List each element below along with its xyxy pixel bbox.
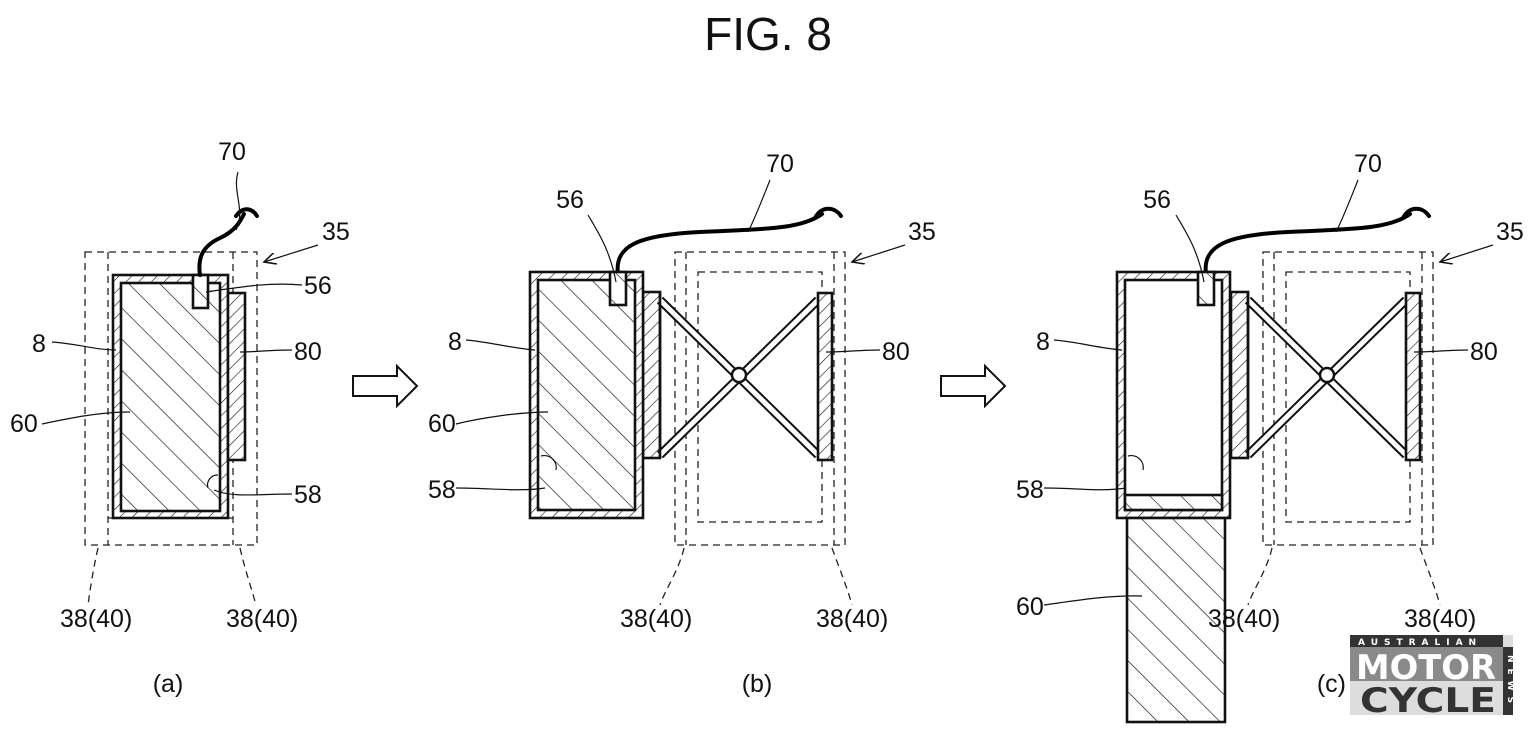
label-35: 35 bbox=[908, 218, 936, 246]
connector-56 bbox=[608, 270, 628, 307]
connector-56 bbox=[1196, 270, 1216, 307]
label-58: 58 bbox=[294, 481, 322, 509]
mechanism bbox=[615, 179, 906, 606]
label-56: 56 bbox=[556, 186, 584, 214]
label-60: 60 bbox=[1016, 593, 1044, 621]
bracket bbox=[1229, 290, 1250, 460]
plate-80 bbox=[226, 291, 247, 462]
caption-b: (b) bbox=[742, 670, 773, 698]
label-58: 58 bbox=[1016, 476, 1044, 504]
label-80: 80 bbox=[1470, 338, 1498, 366]
battery-60 bbox=[1125, 516, 1227, 724]
label-38-right: 38(40) bbox=[816, 605, 888, 633]
connector-56 bbox=[191, 273, 210, 310]
label-60: 60 bbox=[10, 410, 38, 438]
label-38-left: 38(40) bbox=[60, 605, 132, 633]
frame-35 bbox=[84, 251, 258, 546]
bottom-lid bbox=[1123, 493, 1224, 512]
cable-70 bbox=[197, 212, 246, 277]
label-38-left: 38(40) bbox=[1208, 605, 1280, 633]
pivot bbox=[1318, 366, 1336, 384]
mechanism bbox=[1203, 179, 1494, 606]
label-70: 70 bbox=[218, 138, 246, 166]
frame-35 bbox=[1262, 251, 1434, 546]
label-80: 80 bbox=[294, 338, 322, 366]
label-38-right: 38(40) bbox=[1404, 605, 1476, 633]
label-56: 56 bbox=[1143, 186, 1171, 214]
plate-80 bbox=[816, 291, 834, 462]
label-35: 35 bbox=[322, 218, 350, 246]
label-58: 58 bbox=[428, 476, 456, 504]
label-35: 35 bbox=[1496, 218, 1524, 246]
panel-a: 70 35 56 8 80 60 58 38(40) 38(40) (a) bbox=[10, 138, 350, 698]
right-block-arrow-icon bbox=[940, 363, 1007, 409]
caption-a: (a) bbox=[153, 670, 184, 698]
label-8: 8 bbox=[1036, 328, 1050, 356]
label-70: 70 bbox=[1354, 150, 1382, 178]
svg-text:CYCLE: CYCLE bbox=[1360, 681, 1496, 721]
label-8: 8 bbox=[448, 328, 462, 356]
bracket bbox=[641, 290, 662, 460]
label-60: 60 bbox=[428, 410, 456, 438]
plate-80 bbox=[1404, 291, 1422, 462]
figure-title: FIG. 8 bbox=[704, 8, 832, 60]
label-38-right: 38(40) bbox=[226, 605, 298, 633]
label-70: 70 bbox=[766, 150, 794, 178]
label-38-left: 38(40) bbox=[620, 605, 692, 633]
panel-c: 70 56 35 8 80 58 60 38(40) 38(40) (c) bbox=[1016, 150, 1524, 724]
cable-70 bbox=[1203, 212, 1412, 276]
svg-text:MOTOR: MOTOR bbox=[1356, 648, 1496, 688]
battery-60 bbox=[536, 278, 637, 512]
label-80: 80 bbox=[882, 338, 910, 366]
panel-b: 70 56 35 8 80 60 58 38(40) 38(40) (b) bbox=[428, 150, 936, 698]
label-8: 8 bbox=[32, 330, 46, 358]
watermark-logo: AUSTRALIAN MOTOR CYCLE NEWS bbox=[1350, 635, 1515, 721]
caption-c: (c) bbox=[1317, 670, 1346, 698]
label-56: 56 bbox=[304, 272, 332, 300]
frame-35 bbox=[674, 251, 846, 546]
cable-70 bbox=[615, 212, 824, 276]
right-block-arrow-icon bbox=[352, 363, 419, 409]
battery-60 bbox=[119, 281, 222, 513]
svg-text:AUSTRALIAN: AUSTRALIAN bbox=[1358, 638, 1482, 648]
pivot bbox=[730, 366, 748, 384]
svg-text:NEWS: NEWS bbox=[1505, 655, 1515, 709]
